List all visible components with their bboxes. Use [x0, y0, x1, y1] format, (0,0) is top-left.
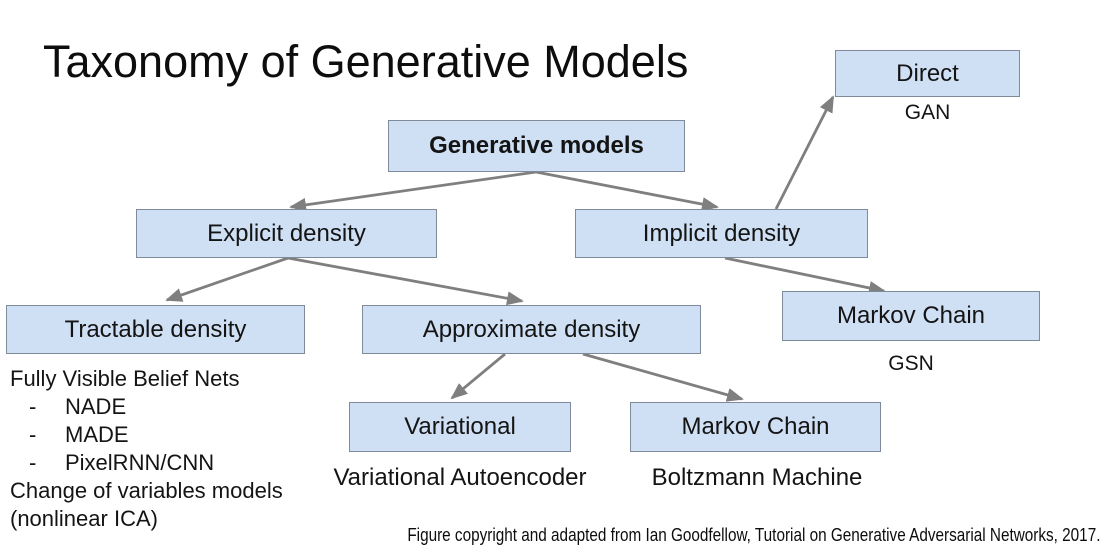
- note-text: Fully Visible Belief Nets: [10, 366, 240, 391]
- node-label: Generative models: [429, 132, 644, 159]
- node-label: Markov Chain: [836, 302, 986, 329]
- note-line: Fully Visible Belief Nets: [10, 365, 283, 393]
- note-line: - NADE: [10, 393, 283, 421]
- node-label: Tractable density: [64, 315, 247, 343]
- note-line: (nonlinear ICA): [10, 505, 283, 533]
- node-label: Explicit density: [207, 219, 366, 247]
- note-text: (nonlinear ICA): [10, 506, 158, 531]
- label-gan: GAN: [904, 101, 951, 124]
- dash-bullet: -: [29, 394, 37, 419]
- arrow-approximate-to-variational: [450, 352, 506, 400]
- arrow-explicit-to-tractable: [165, 256, 289, 302]
- label-variational-autoencoder: Variational Autoencoder: [333, 464, 587, 491]
- arrow-implicit-to-direct: [774, 95, 835, 210]
- note-line: - PixelRNN/CNN: [10, 449, 283, 477]
- node-label: Variational: [404, 413, 516, 440]
- label-gsn: GSN: [888, 352, 934, 375]
- note-text: NADE: [65, 394, 127, 419]
- label-boltzmann-machine: Boltzmann Machine: [651, 464, 863, 491]
- node-variational: Variational: [349, 402, 571, 452]
- node-markov-chain-boltzmann: Markov Chain: [630, 402, 881, 452]
- note-line: - MADE: [10, 421, 283, 449]
- node-explicit-density: Explicit density: [136, 209, 437, 258]
- node-markov-chain-gsn: Markov Chain: [782, 291, 1040, 341]
- attribution-text: Figure copyright and adapted from Ian Go…: [406, 525, 1100, 545]
- node-direct: Direct: [835, 50, 1020, 97]
- note-text: PixelRNN/CNN: [65, 450, 215, 475]
- arrow-explicit-to-approximate: [287, 256, 524, 306]
- arrow-approximate-to-markov-boltzmann: [582, 352, 744, 402]
- node-label: Approximate density: [422, 315, 641, 343]
- dash-bullet: -: [29, 422, 37, 447]
- arrow-generative-to-explicit: [289, 170, 537, 212]
- arrow-implicit-to-markov-gsn: [724, 256, 886, 295]
- page-title: Taxonomy of Generative Models: [43, 36, 689, 87]
- dash-bullet: -: [29, 450, 37, 475]
- node-approximate-density: Approximate density: [362, 305, 701, 354]
- node-label: Direct: [896, 59, 959, 87]
- node-label: Markov Chain: [681, 413, 830, 440]
- tractable-density-notes: Fully Visible Belief Nets - NADE - MADE …: [10, 365, 283, 533]
- node-label: Implicit density: [642, 219, 801, 247]
- note-text: MADE: [65, 422, 129, 447]
- note-text: Change of variables models: [10, 478, 283, 503]
- node-tractable-density: Tractable density: [6, 305, 305, 354]
- node-implicit-density: Implicit density: [575, 209, 868, 258]
- arrow-generative-to-implicit: [535, 170, 719, 212]
- note-line: Change of variables models: [10, 477, 283, 505]
- node-generative-models: Generative models: [388, 120, 685, 172]
